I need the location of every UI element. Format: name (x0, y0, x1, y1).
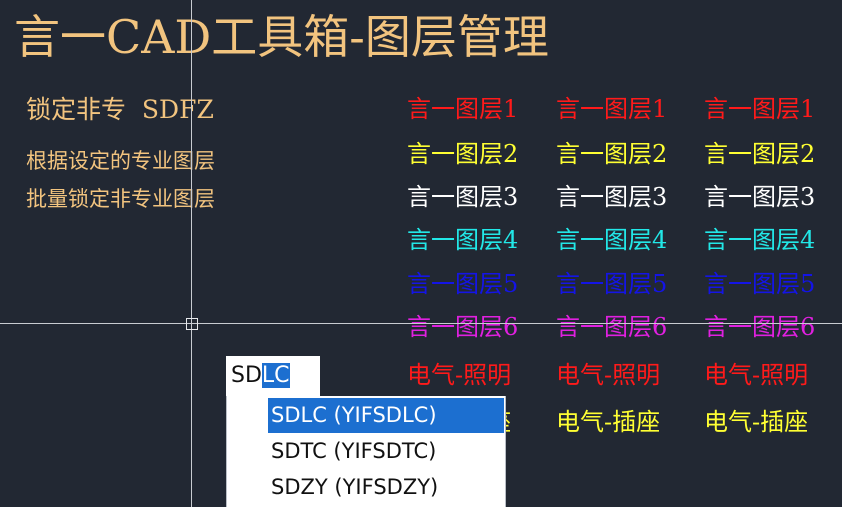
dynamic-command-input[interactable]: SDLC (226, 356, 320, 396)
command-autocomplete-list[interactable]: SDLC (YIFSDLC) SDTC (YIFSDTC) SDZY (YIFS… (226, 396, 506, 507)
layer-text[interactable]: 言一图层1 (556, 95, 668, 123)
command-name-text: 锁定非专 SDFZ (26, 93, 214, 127)
layer-text[interactable]: 言一图层6 (704, 313, 816, 341)
layer-text[interactable]: 言一图层1 (704, 95, 816, 123)
crosshair-vertical-line (191, 0, 192, 507)
layer-text[interactable]: 言一图层4 (704, 226, 816, 254)
layer-text[interactable]: 言一图层6 (407, 313, 519, 341)
layer-text[interactable]: 言一图层5 (556, 270, 668, 298)
layer-text[interactable]: 言一图层1 (407, 95, 519, 123)
layer-text[interactable]: 言一图层4 (556, 226, 668, 254)
layer-text[interactable]: 电气-照明 (556, 361, 661, 389)
layer-text[interactable]: 电气-插座 (704, 408, 809, 436)
layer-text[interactable]: 言一图层3 (704, 183, 816, 211)
layer-text[interactable]: 言一图层4 (407, 226, 519, 254)
autocomplete-item[interactable]: SDTC (YIFSDTC) (271, 439, 437, 463)
layer-text[interactable]: 言一图层5 (407, 270, 519, 298)
layer-text[interactable]: 电气-插座 (556, 408, 661, 436)
crosshair-horizontal-line (0, 323, 842, 324)
command-description-line2: 批量锁定非专业图层 (26, 187, 215, 211)
command-description-line1: 根据设定的专业图层 (26, 149, 215, 173)
layer-text[interactable]: 言一图层2 (556, 140, 668, 168)
autocomplete-item[interactable]: SDLC (YIFSDLC) (268, 398, 504, 433)
drawing-title: 言一CAD工具箱-图层管理 (14, 10, 549, 64)
layer-text[interactable]: 言一图层2 (704, 140, 816, 168)
crosshair-pickbox-icon (186, 318, 198, 330)
layer-text[interactable]: 言一图层6 (556, 313, 668, 341)
autocomplete-item[interactable]: SDZY (YIFSDZY) (271, 475, 439, 499)
layer-text[interactable]: 言一图层5 (704, 270, 816, 298)
command-code: SDFZ (141, 95, 214, 124)
typed-text: SD (231, 363, 262, 388)
layer-text[interactable]: 言一图层3 (556, 183, 668, 211)
autocomplete-selection: LC (261, 363, 290, 388)
layer-text[interactable]: 言一图层3 (407, 183, 519, 211)
command-label: 锁定非专 (26, 95, 127, 124)
layer-text[interactable]: 言一图层2 (407, 140, 519, 168)
layer-text[interactable]: 电气-照明 (704, 361, 809, 389)
layer-text[interactable]: 电气-照明 (407, 361, 512, 389)
